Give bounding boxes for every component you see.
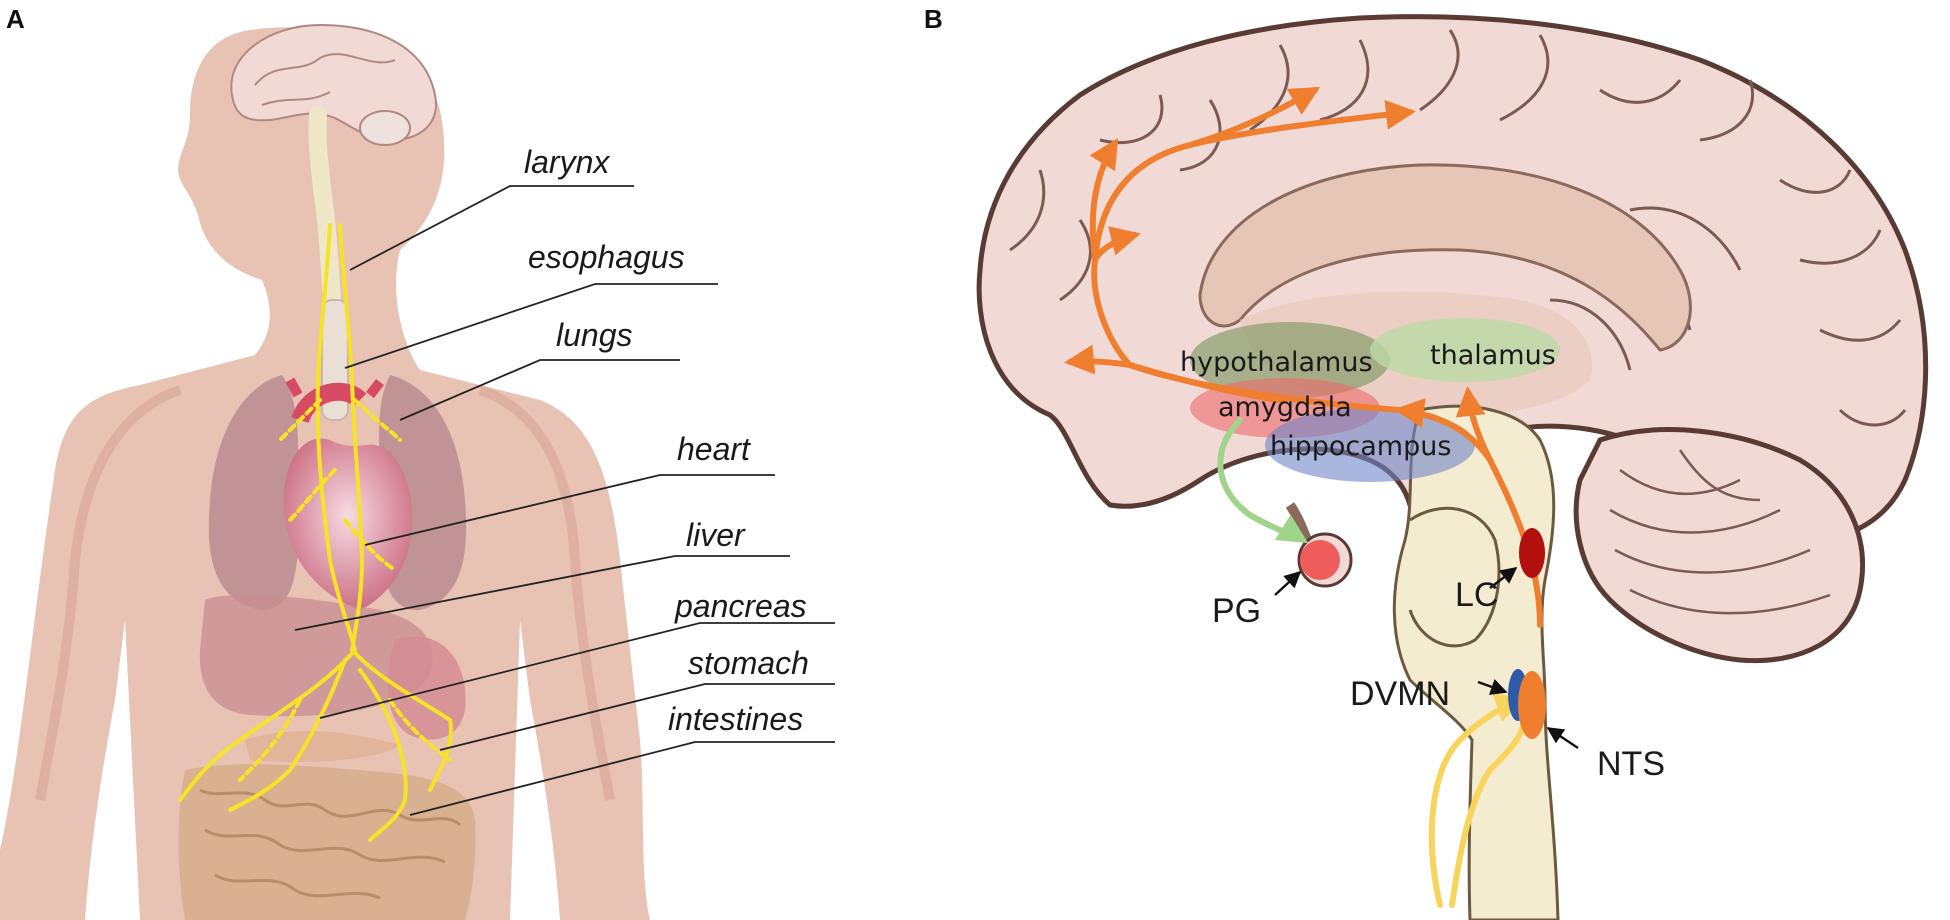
nucleus-nts: [1518, 671, 1546, 739]
label-nts: NTS: [1597, 745, 1665, 783]
vessel-left: [35, 385, 182, 801]
panel-a-letter: A: [6, 4, 25, 34]
region-thalamus: [1370, 318, 1560, 382]
great-vessels: [285, 377, 384, 399]
intestine-folds: [199, 788, 462, 900]
brainstem: [1392, 404, 1560, 920]
organ-label-liver: liver: [686, 517, 746, 553]
label-lc: LC: [1455, 576, 1498, 614]
ascending-pathways: [1064, 87, 1543, 628]
liver: [199, 594, 433, 717]
panel-a: A: [0, 4, 835, 920]
label-hippocampus: hippocampus: [1270, 431, 1451, 462]
label-amygdala: amygdala: [1218, 392, 1352, 423]
stomach: [387, 636, 466, 740]
panel-b: B: [924, 4, 1929, 920]
organ-label-heart: heart: [677, 431, 751, 467]
label-hypothalamus: hypothalamus: [1180, 347, 1373, 378]
organ-label-stomach: stomach: [688, 645, 809, 681]
organ-label-larynx: larynx: [524, 144, 610, 180]
nucleus-lc: [1519, 528, 1545, 578]
vagus-nerve: [178, 223, 453, 842]
nucleus-pg: [1300, 540, 1340, 580]
lung-left: [208, 375, 299, 611]
panel-b-letter: B: [924, 4, 943, 34]
organ-label-esophagus: esophagus: [528, 239, 685, 275]
pancreas: [245, 730, 400, 762]
organ-label-intestines: intestines: [668, 701, 803, 737]
aortic-arch: [291, 382, 367, 424]
nucleus-pointers: [1274, 566, 1579, 749]
pons: [1408, 506, 1501, 648]
label-thalamus: thalamus: [1430, 340, 1556, 371]
organ-label-pancreas: pancreas: [674, 588, 807, 624]
corpus-callosum: [1198, 163, 1692, 352]
label-dvmn: DVMN: [1350, 675, 1450, 713]
region-hypothalamus: [1190, 322, 1390, 398]
green-pathway: [1217, 417, 1309, 544]
brain-a-gyri: [254, 53, 396, 106]
organ-leader-lines: [294, 185, 835, 816]
cerebellum-folia: [1609, 449, 1831, 615]
label-pg: PG: [1212, 592, 1261, 630]
vessel-right: [478, 385, 615, 801]
panel-a-cerebellum: [359, 110, 411, 146]
organ-label-lungs: lungs: [556, 317, 633, 353]
vagal-afferents: [1428, 693, 1528, 908]
